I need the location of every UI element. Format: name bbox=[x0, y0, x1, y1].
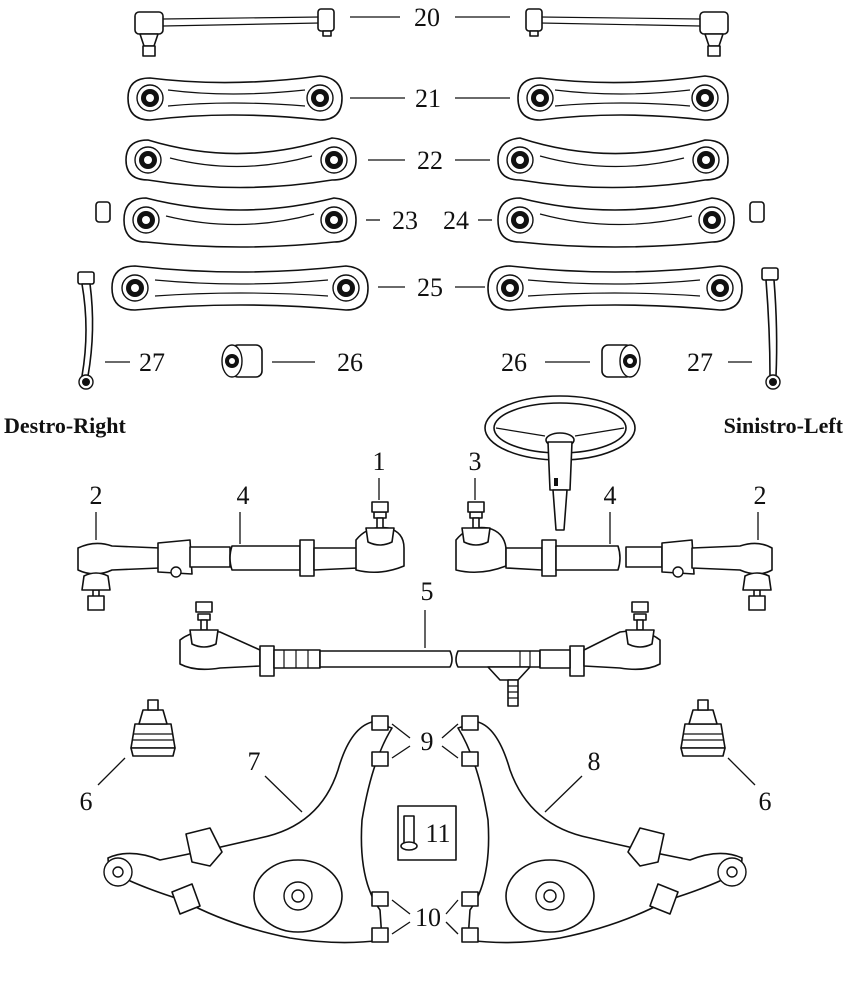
part-24-left-side-arm bbox=[497, 197, 765, 248]
part-22-left-arm bbox=[125, 137, 357, 189]
callout-4-left: 4 bbox=[604, 481, 617, 510]
callout-25: 25 bbox=[417, 273, 443, 302]
callout-26-right: 26 bbox=[337, 348, 363, 377]
callout-7: 7 bbox=[248, 747, 261, 776]
part-26-left-side-bushing bbox=[601, 344, 641, 378]
steering-wheel bbox=[484, 395, 636, 531]
callout-27-left: 27 bbox=[687, 348, 713, 377]
callout-2-left: 2 bbox=[754, 481, 767, 510]
callout-23: 23 bbox=[392, 206, 418, 235]
part-5-center-track-rod bbox=[179, 601, 661, 707]
callout-1: 1 bbox=[373, 447, 386, 476]
callout-6-left: 6 bbox=[759, 787, 772, 816]
part-11-center-pin bbox=[397, 805, 457, 861]
callout-10: 10 bbox=[415, 903, 441, 932]
side-label-right: Destro-Right bbox=[4, 413, 126, 438]
part-20-left-link bbox=[134, 8, 335, 57]
part-27-left-side-link bbox=[761, 267, 781, 390]
part-25-left-arm bbox=[111, 265, 369, 311]
callout-4-right: 4 bbox=[237, 481, 250, 510]
part-6-right-side-ball-joint bbox=[130, 699, 176, 757]
callout-8: 8 bbox=[588, 747, 601, 776]
part-27-right-side-link bbox=[77, 271, 95, 390]
part-8-left-side-lower-arm bbox=[457, 721, 747, 944]
callout-2-right: 2 bbox=[90, 481, 103, 510]
part-21-right-arm bbox=[517, 75, 729, 121]
part-7-right-side-lower-arm bbox=[103, 721, 393, 944]
part-20-right-link bbox=[525, 8, 729, 57]
part-10-bushings bbox=[371, 891, 479, 943]
side-label-left: Sinistro-Left bbox=[724, 413, 844, 438]
part-22-right-arm bbox=[497, 137, 729, 189]
callout-24: 24 bbox=[443, 206, 469, 235]
part-23-right-side-arm bbox=[95, 197, 357, 248]
part-6-left-side-ball-joint bbox=[680, 699, 726, 757]
part-21-left-arm bbox=[127, 75, 343, 121]
callout-6-right: 6 bbox=[80, 787, 93, 816]
callout-3: 3 bbox=[469, 447, 482, 476]
callout-11: 11 bbox=[425, 819, 450, 848]
part-9-bushings bbox=[371, 715, 479, 767]
left-tie-rod-assembly bbox=[455, 501, 773, 611]
callout-22: 22 bbox=[417, 146, 443, 175]
part-25-right-arm bbox=[487, 265, 743, 311]
callout-9: 9 bbox=[421, 727, 434, 756]
callout-26-left: 26 bbox=[501, 348, 527, 377]
part-26-right-side-bushing bbox=[221, 344, 263, 378]
callout-21: 21 bbox=[415, 84, 441, 113]
right-tie-rod-assembly bbox=[77, 501, 405, 611]
callout-20: 20 bbox=[414, 3, 440, 32]
callout-27-right: 27 bbox=[139, 348, 165, 377]
callout-5: 5 bbox=[421, 577, 434, 606]
